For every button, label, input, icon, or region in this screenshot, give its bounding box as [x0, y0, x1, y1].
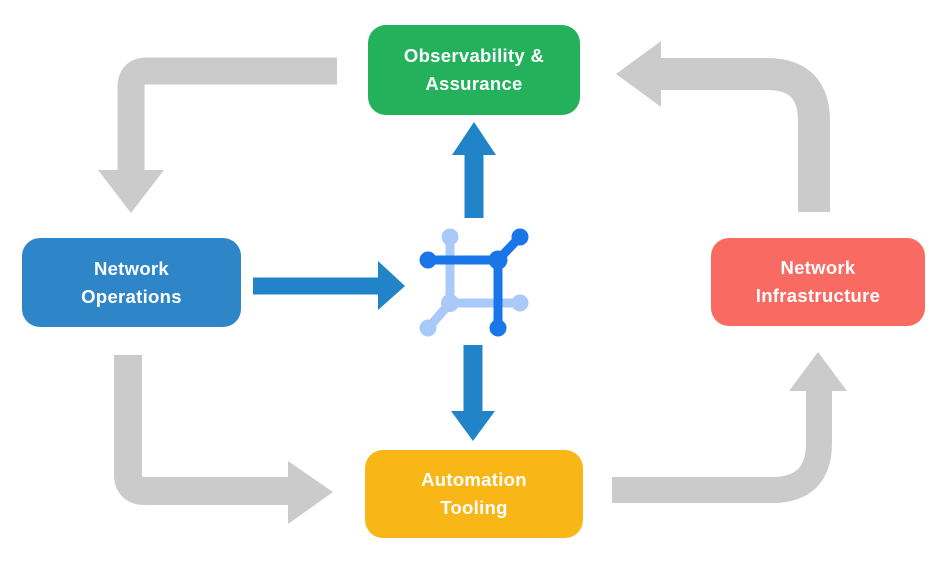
arrow-observability-to-operations [98, 57, 337, 213]
arrow-shaft [612, 391, 832, 503]
node-automation-tooling: Automation Tooling [365, 450, 583, 538]
arrow-shaft [114, 355, 289, 505]
node-observability-assurance: Observability & Assurance [368, 25, 580, 115]
arrow-operations-to-icon [253, 261, 405, 310]
arrowhead-right [288, 461, 333, 524]
node-network-operations: Network Operations [22, 238, 241, 327]
arrow-icon-to-observability [452, 122, 496, 218]
node-network-operations-label: Network Operations [81, 257, 182, 307]
arrow-shaft [661, 58, 830, 212]
node-observability-assurance-label: Observability & Assurance [403, 45, 545, 94]
arrowhead-right [378, 261, 405, 310]
arrow-icon-to-automation [451, 345, 495, 441]
node-automation-tooling-label: Automation Tooling [421, 469, 527, 518]
arrowhead-left [616, 41, 661, 107]
arrow-infrastructure-to-observability [616, 41, 830, 212]
arrow-shaft [117, 57, 337, 171]
node-network-infrastructure: Network Infrastructure [711, 238, 925, 326]
arrowhead-down [451, 411, 495, 441]
network-mesh-icon-dark-strokes [419, 228, 529, 337]
arrow-automation-to-infrastructure [612, 352, 847, 503]
arrowhead-up [452, 122, 496, 155]
network-mesh-icon-light-strokes [419, 228, 529, 337]
node-network-infrastructure-label: Network Infrastructure [755, 257, 881, 306]
network-mesh-icon [419, 228, 529, 337]
arrowhead-up [789, 352, 847, 391]
arrowhead-down [98, 170, 164, 213]
arrow-operations-to-automation [114, 355, 333, 524]
